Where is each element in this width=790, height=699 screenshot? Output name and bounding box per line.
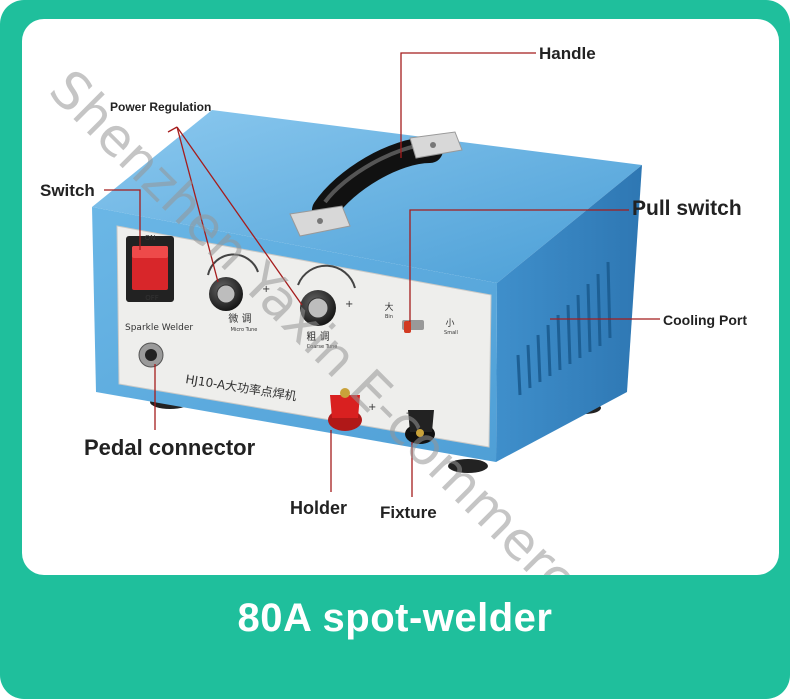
micro-tune-sublabel: Micro Tune bbox=[231, 327, 258, 333]
front-faceplate bbox=[116, 225, 492, 448]
handle-label: Handle bbox=[539, 44, 596, 63]
coarse-plus-label: + bbox=[345, 299, 353, 310]
coarse-tune-label: 粗 调 bbox=[306, 331, 329, 343]
carry-handle bbox=[289, 131, 463, 237]
pull-switch-label: Pull switch bbox=[632, 197, 742, 220]
sparkle-welder-label: Sparkle Welder bbox=[125, 323, 193, 333]
micro-tune-knob: + 微 调 Micro Tune bbox=[207, 253, 270, 333]
black-fixture-terminal: - bbox=[405, 408, 435, 444]
holder-label: Holder bbox=[290, 498, 348, 518]
red-holder-terminal: + bbox=[328, 388, 376, 431]
big-sublabel: Bin bbox=[385, 314, 393, 320]
small-sublabel: Small bbox=[444, 330, 458, 336]
fixture-label: Fixture bbox=[380, 503, 437, 522]
micro-tune-label: 微 调 bbox=[228, 312, 251, 325]
product-photo-panel: ON OFF + 微 调 Micro Tune + 粗 调 Coarse Tun… bbox=[22, 19, 779, 575]
coarse-tune-knob: + 粗 调 Coarse Tune bbox=[297, 264, 356, 350]
callout-lines bbox=[104, 52, 660, 497]
big-label: 大 bbox=[384, 301, 393, 313]
holder-plus-label: + bbox=[368, 402, 376, 413]
coarse-tune-sublabel: Coarse Tune bbox=[307, 344, 338, 350]
fixture-minus-label: - bbox=[406, 408, 410, 419]
cooling-port-label: Cooling Port bbox=[663, 312, 747, 328]
power-switch: ON OFF bbox=[126, 234, 174, 302]
switch-on-label: ON bbox=[145, 234, 156, 242]
pedal-connector-socket bbox=[138, 342, 164, 368]
switch-off-label: OFF bbox=[145, 294, 159, 302]
spot-welder-photo: ON OFF + 微 调 Micro Tune + 粗 调 Coarse Tun… bbox=[92, 52, 660, 497]
case-top bbox=[92, 110, 642, 283]
product-caption: 80A spot-welder bbox=[237, 596, 553, 640]
power-regulation-label: Power Regulation bbox=[110, 100, 212, 114]
switch-label: Switch bbox=[40, 181, 95, 200]
cooling-vents bbox=[516, 261, 612, 396]
pull-switch: 大 Bin 小 Small bbox=[384, 301, 457, 336]
pedal-connector-label: Pedal connector bbox=[84, 435, 256, 460]
small-label: 小 bbox=[445, 318, 454, 329]
micro-plus-label: + bbox=[262, 284, 270, 295]
case-foot bbox=[448, 459, 488, 473]
